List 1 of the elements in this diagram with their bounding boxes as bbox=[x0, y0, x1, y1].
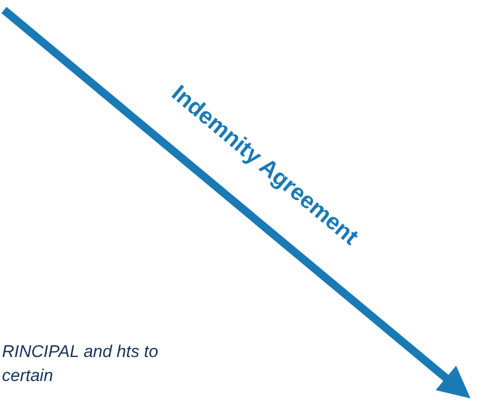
note-text: RINCIPAL and hts to certain bbox=[2, 341, 160, 387]
